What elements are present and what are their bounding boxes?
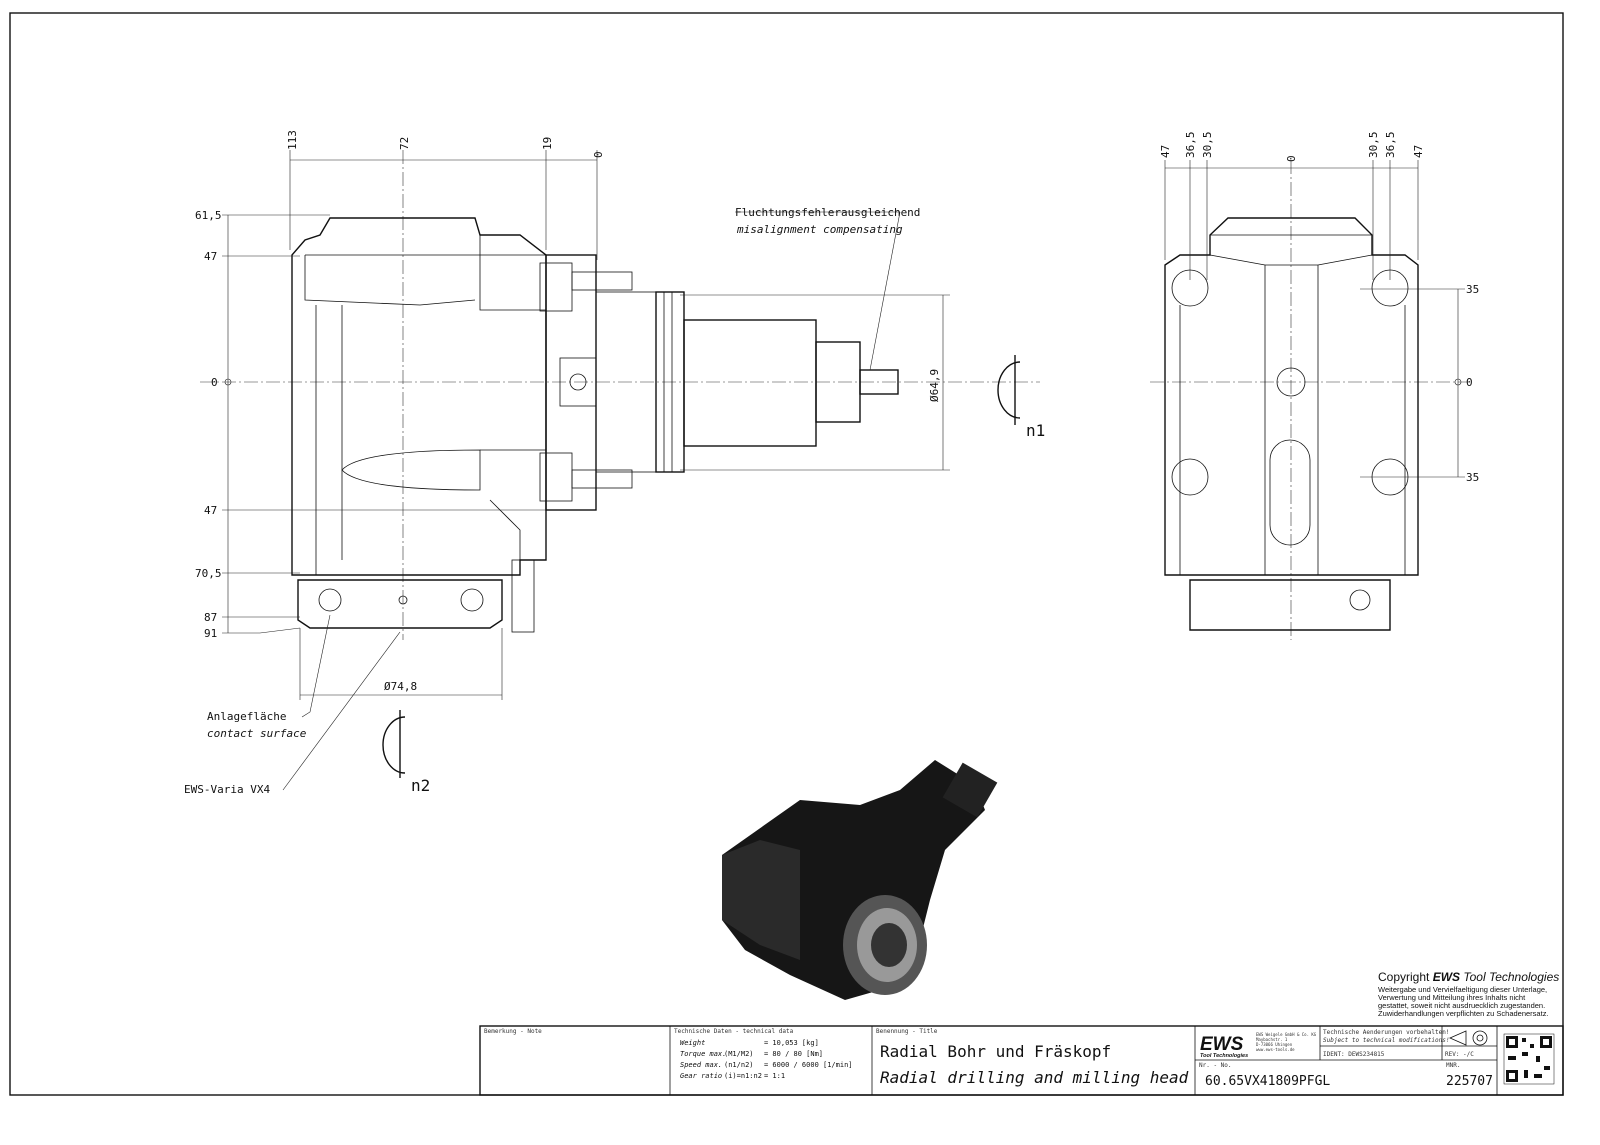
isometric-render <box>722 760 998 1000</box>
dim-0: 0 <box>592 151 605 158</box>
drawing-title-de: Radial Bohr und Fräskopf <box>880 1042 1111 1061</box>
svg-text:gestattet, soweit nicht ausdru: gestattet, soweit nicht ausdruecklich zu… <box>1378 1001 1545 1010</box>
side-dim-36-5-right: 36,5 <box>1384 132 1397 159</box>
svg-text:Zuwiderhandlungen verpflichten: Zuwiderhandlungen verpflichten zu Schade… <box>1378 1009 1549 1018</box>
svg-text:Weitergabe und Vervielfaeltigu: Weitergabe und Vervielfaeltigung dieser … <box>1378 985 1547 994</box>
dim-47-top: 47 <box>204 250 217 263</box>
dim-72: 72 <box>398 137 411 150</box>
note-misalignment-en: misalignment compensating <box>736 223 903 236</box>
revision: REV: -/C <box>1445 1051 1474 1058</box>
tech-data-label: Technische Daten - technical data <box>674 1028 794 1035</box>
side-dim-0: 0 <box>1285 155 1298 162</box>
dim-diameter-spindle: Ø64,9 <box>928 369 941 402</box>
dim-91: 91 <box>204 627 217 640</box>
svg-text:EWS: EWS <box>1200 1034 1244 1055</box>
side-dim-36-5-left: 36,5 <box>1184 132 1197 159</box>
tech-data-rows: Weight = 10,053 [kg] Torque max. (M1/M2)… <box>680 1039 853 1080</box>
copyright-notice: Copyright EWS Tool Technologies Weiterga… <box>1378 970 1559 1018</box>
drawing-title-en: Radial drilling and milling head <box>880 1068 1189 1087</box>
dim-47-bottom: 47 <box>204 504 217 517</box>
svg-text:(M1/M2): (M1/M2) <box>724 1050 754 1058</box>
side-dim-35-bottom: 35 <box>1466 471 1479 484</box>
title-label: Benennung - Title <box>876 1028 938 1035</box>
svg-text:Torque max.: Torque max. <box>680 1050 726 1058</box>
side-dim-30-5-right: 30,5 <box>1367 132 1380 159</box>
article-number: 60.65VX41809PFGL <box>1205 1074 1330 1089</box>
projection-symbol-icon <box>1449 1030 1488 1046</box>
qr-code-icon <box>1503 1033 1555 1085</box>
svg-text:(n1/n2): (n1/n2) <box>724 1061 754 1069</box>
side-dim-0-right: 0 <box>1466 376 1473 389</box>
side-view: 47 36,5 30,5 0 30,5 36,5 47 35 0 35 <box>1150 132 1479 640</box>
rotation-n2-label: n2 <box>411 776 430 795</box>
svg-text:= 1:1: = 1:1 <box>764 1072 785 1080</box>
title-block: Bemerkung - Note Technische Daten - tech… <box>479 1025 1564 1096</box>
ident-number: IDENT: DEWS234815 <box>1323 1051 1385 1058</box>
svg-text:= 6000 / 6000 [1/min]: = 6000 / 6000 [1/min] <box>764 1061 853 1069</box>
note-misalignment-de: Fluchtungsfehlerausgleichend <box>735 206 920 219</box>
note-contact-de: Anlagefläche <box>207 710 286 723</box>
modification-notice-en: Subject to technical modifications! <box>1323 1037 1449 1044</box>
svg-text:Weight: Weight <box>680 1039 705 1047</box>
mnr-label: MNR. <box>1446 1062 1460 1069</box>
note-product: EWS-Varia VX4 <box>184 783 270 796</box>
svg-text:= 80 / 80 [Nm]: = 80 / 80 [Nm] <box>764 1050 823 1058</box>
modification-notice-de: Technische Aenderungen vorbehalten! <box>1323 1029 1449 1036</box>
svg-text:Tool Technologies: Tool Technologies <box>1200 1053 1248 1059</box>
side-dim-47-left: 47 <box>1159 145 1172 158</box>
svg-text:Maybachstr. 1: Maybachstr. 1 <box>1256 1037 1288 1042</box>
dim-70-5: 70,5 <box>195 567 222 580</box>
svg-text:www.ews-tools.de: www.ews-tools.de <box>1256 1047 1295 1052</box>
note-contact-en: contact surface <box>207 727 307 740</box>
svg-text:(i)=n1:n2: (i)=n1:n2 <box>724 1072 762 1080</box>
svg-text:Verwertung und Mitteilung ihre: Verwertung und Mitteilung ihres Inhalts … <box>1378 993 1526 1002</box>
svg-text:= 10,053 [kg]: = 10,053 [kg] <box>764 1039 819 1047</box>
ews-logo: EWS Tool Technologies <box>1200 1034 1248 1059</box>
svg-text:Gear ratio: Gear ratio <box>680 1072 722 1080</box>
side-dim-30-5-left: 30,5 <box>1201 132 1214 159</box>
svg-text:Speed max.: Speed max. <box>680 1061 722 1069</box>
svg-text:EWS Weigele GmbH & Co. KG: EWS Weigele GmbH & Co. KG <box>1256 1032 1317 1037</box>
dim-87: 87 <box>204 611 217 624</box>
dim-61-5: 61,5 <box>195 209 222 222</box>
dim-0-left: 0 <box>211 376 218 389</box>
number-label: Nr. - No. <box>1199 1062 1232 1069</box>
svg-text:Copyright EWS Tool Technologie: Copyright EWS Tool Technologies <box>1378 970 1559 984</box>
note-label: Bemerkung - Note <box>484 1028 542 1035</box>
dim-113: 113 <box>286 130 299 150</box>
svg-text:D-73066 Uhingen: D-73066 Uhingen <box>1256 1042 1293 1047</box>
side-dim-47-right: 47 <box>1412 145 1425 158</box>
mnr-number: 225707 <box>1446 1074 1493 1089</box>
rotation-n1-label: n1 <box>1026 421 1045 440</box>
dim-diameter-base: Ø74,8 <box>384 680 417 693</box>
front-view: 113 72 19 0 61,5 47 0 47 70,5 87 91 Ø64,… <box>184 130 1045 796</box>
side-dim-35-top: 35 <box>1466 283 1479 296</box>
dim-19: 19 <box>541 137 554 150</box>
